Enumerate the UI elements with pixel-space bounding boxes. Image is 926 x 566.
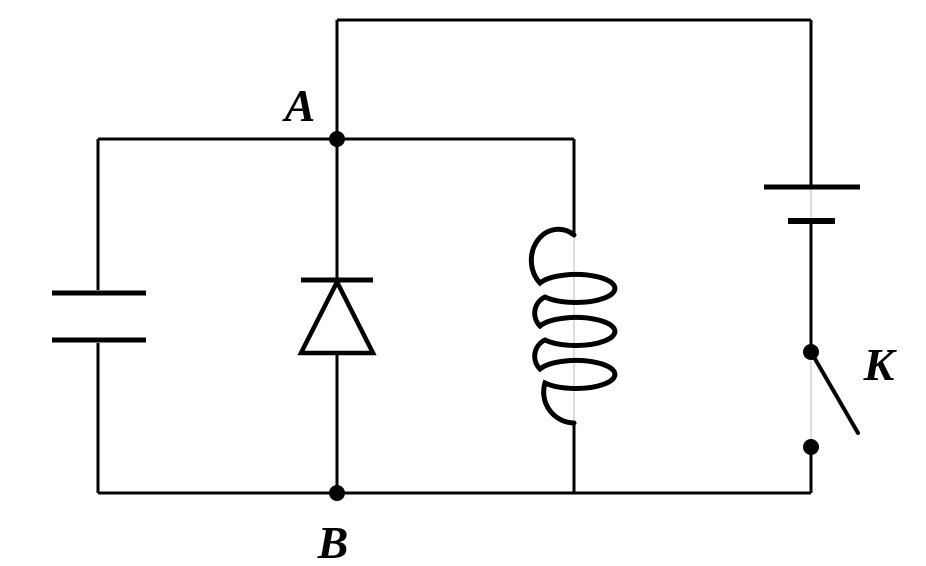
node-b-label: B [317,517,349,566]
switch-label: K [863,339,898,390]
inductor-winding [528,226,618,426]
switch-bottom-contact-dot [803,439,819,455]
circuit-wires [96,18,813,495]
switch-blade [809,350,860,435]
switch [803,344,860,455]
inductor-coil [528,226,618,426]
diode-triangle [297,277,377,356]
battery [764,184,860,224]
node-a-dot [329,131,345,147]
diode [297,277,377,356]
node-b-dot [329,485,345,501]
switch-top-contact-dot [803,344,819,360]
capacitor [52,290,146,343]
node-a-label: A [282,80,316,131]
